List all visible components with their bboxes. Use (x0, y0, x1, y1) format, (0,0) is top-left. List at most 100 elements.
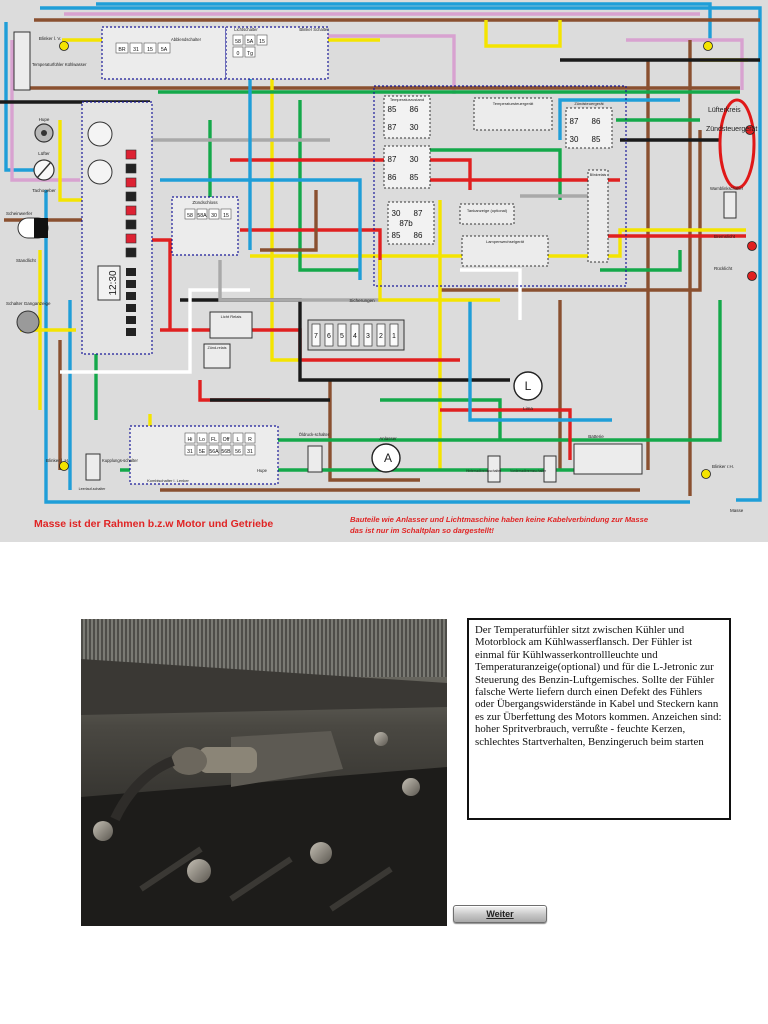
label-zuend-relais: Zünd-relais (208, 346, 227, 350)
component-labels: Blinker l. V. Temperaturfühler Kühlwasse… (6, 27, 757, 513)
wire-green-38 (380, 398, 502, 440)
fuse-1 (389, 323, 399, 347)
fuse-label-6: 6 (327, 333, 331, 340)
component-marks (16, 41, 757, 479)
zuendschloss-cell-3 (208, 208, 220, 220)
label-scheinwerfer: Scheinwerfer (6, 211, 33, 216)
label-luefterkreis: Lüfterkreis (708, 107, 741, 114)
top-switch-b-cell-5 (244, 46, 256, 58)
label-ruecklicht: Rücklicht (714, 266, 733, 271)
top-switch-b-text-3: 15 (259, 39, 265, 45)
label-kupplungsschalter: Kupplungs-schalter (102, 458, 138, 463)
cluster-connector-1 (126, 268, 136, 276)
footer-main-text: Masse ist der Rahmen b.z.w Motor und Get… (34, 518, 273, 530)
relay-terminal-r4-4: 85 (592, 135, 601, 144)
temp-sensor-left (13, 31, 31, 91)
label-oeldruckschalter: Öldruck-schalter (299, 432, 330, 437)
fuse-3 (363, 323, 373, 347)
fuse-4 (350, 323, 360, 347)
bottom-switch-text-3: FL (211, 437, 217, 443)
wire-yellow-25 (270, 70, 300, 362)
label-sicherungen: Sicherungen (349, 298, 375, 303)
fuse-5 (337, 323, 347, 347)
anlasser-letter: A (384, 451, 392, 465)
bolt-1 (93, 821, 113, 841)
bottom-switch-cell-9 (208, 444, 220, 456)
engine-ribs (139, 846, 393, 912)
warn-lamp-7 (125, 233, 137, 244)
label-abblendschalter: Abblendschalter (171, 37, 202, 42)
wire-blue-3 (96, 2, 712, 40)
cluster-connector-5 (126, 316, 136, 324)
wire-green-35 (298, 100, 360, 272)
relay-terminal-r2-3: 86 (388, 173, 397, 182)
top-switch-b-text-4: 0 (237, 51, 240, 57)
description-text: Der Temperaturfühler sitzt zwischen Kühl… (475, 624, 722, 748)
warn-lamp-2 (125, 163, 137, 174)
relay-box-2 (383, 145, 431, 189)
zuendschloss-text-3: 30 (211, 213, 217, 219)
relay-terminal-r2-4: 85 (410, 173, 419, 182)
bottom-switch-text-5: L (237, 437, 240, 443)
back-button-label: Weiter (486, 909, 514, 919)
fuse-label-1: 1 (392, 333, 396, 340)
bottom-switch-text-9: 56A (209, 449, 219, 455)
wire-blue-57 (468, 300, 612, 422)
wire-brown-15 (440, 130, 702, 292)
temp-controller-box (473, 97, 553, 131)
top-switch-a-cell-4 (157, 42, 171, 54)
top-switch-b-cell-2 (244, 34, 256, 46)
footer-note-line-1: Bauteile wie Anlasser und Lichtmaschine … (350, 515, 649, 524)
label-lichtschalter: Lichtschalter (234, 27, 258, 32)
label-batterie: Batterie (588, 434, 604, 439)
indicator-lamp-6 (747, 271, 757, 281)
indicator-lamp-5 (747, 241, 757, 251)
zuendschloss-cell-4 (220, 208, 232, 220)
back-button[interactable]: Weiter (453, 905, 547, 923)
relay-terminal-r1-3: 87 (388, 123, 397, 132)
ganganzeige-switch (16, 310, 40, 334)
wire-pink-7 (10, 40, 80, 182)
bottom-switch-text-12: 31 (247, 449, 253, 455)
zuendschloss-box (171, 196, 239, 256)
wire-yellow-23 (58, 120, 82, 202)
wire-red-42 (440, 408, 572, 460)
bottom-switch-cell-11 (232, 444, 244, 456)
top-switch-b-text-2: 5A (247, 39, 254, 45)
top-switch-a-cell-3 (143, 42, 157, 54)
bottom-switch-cell-1 (184, 432, 196, 444)
warn-lamp-5 (125, 205, 137, 216)
fuse-2 (376, 323, 386, 347)
top-switch-b-text-1: 58 (235, 39, 241, 45)
relay-terminal-r3-4: 85 (392, 231, 401, 240)
highlight-ring (718, 98, 756, 190)
wire-blue-58 (558, 98, 680, 140)
label-masse: Masse (730, 508, 744, 513)
zuend-relais-box (203, 343, 231, 369)
fuse-label-3: 3 (366, 333, 370, 340)
top-switch-a-text-3: 15 (147, 47, 153, 53)
tankanzeige-box (459, 203, 515, 225)
blinkrelais-box (587, 169, 609, 263)
label-temp-fuehler: Temperaturfühler Kühlwasser (32, 62, 87, 67)
vorderrad-box (543, 455, 557, 483)
cluster-connector-6 (126, 328, 136, 336)
label-temperatursteuergeraet: Temperatursteuergerät (493, 101, 534, 106)
wire-white-52 (460, 268, 522, 320)
top-switch-a-text-1: BR (118, 47, 125, 53)
description-box: Der Temperaturfühler sitzt zwischen Kühl… (467, 618, 731, 820)
anlasser-symbol (371, 443, 401, 473)
label-blinkrelais: Blinkrelais (590, 173, 607, 177)
bottom-switch-cell-12 (244, 444, 256, 456)
sensor-connector (171, 747, 207, 775)
fuse-7 (311, 323, 321, 347)
label-blinker-lh: Blinker l. H. (46, 458, 69, 463)
bottom-switch-text-10: 56B (221, 449, 231, 455)
bottom-switch-cell-10 (220, 444, 232, 456)
label-leerlaufschalter: Leerlauf-schalter (79, 487, 107, 491)
fuse-label-5: 5 (340, 333, 344, 340)
label-anlasser: Anlasser (379, 436, 397, 441)
warn-lamp-4 (125, 191, 137, 202)
wire-blue-4 (44, 190, 690, 504)
